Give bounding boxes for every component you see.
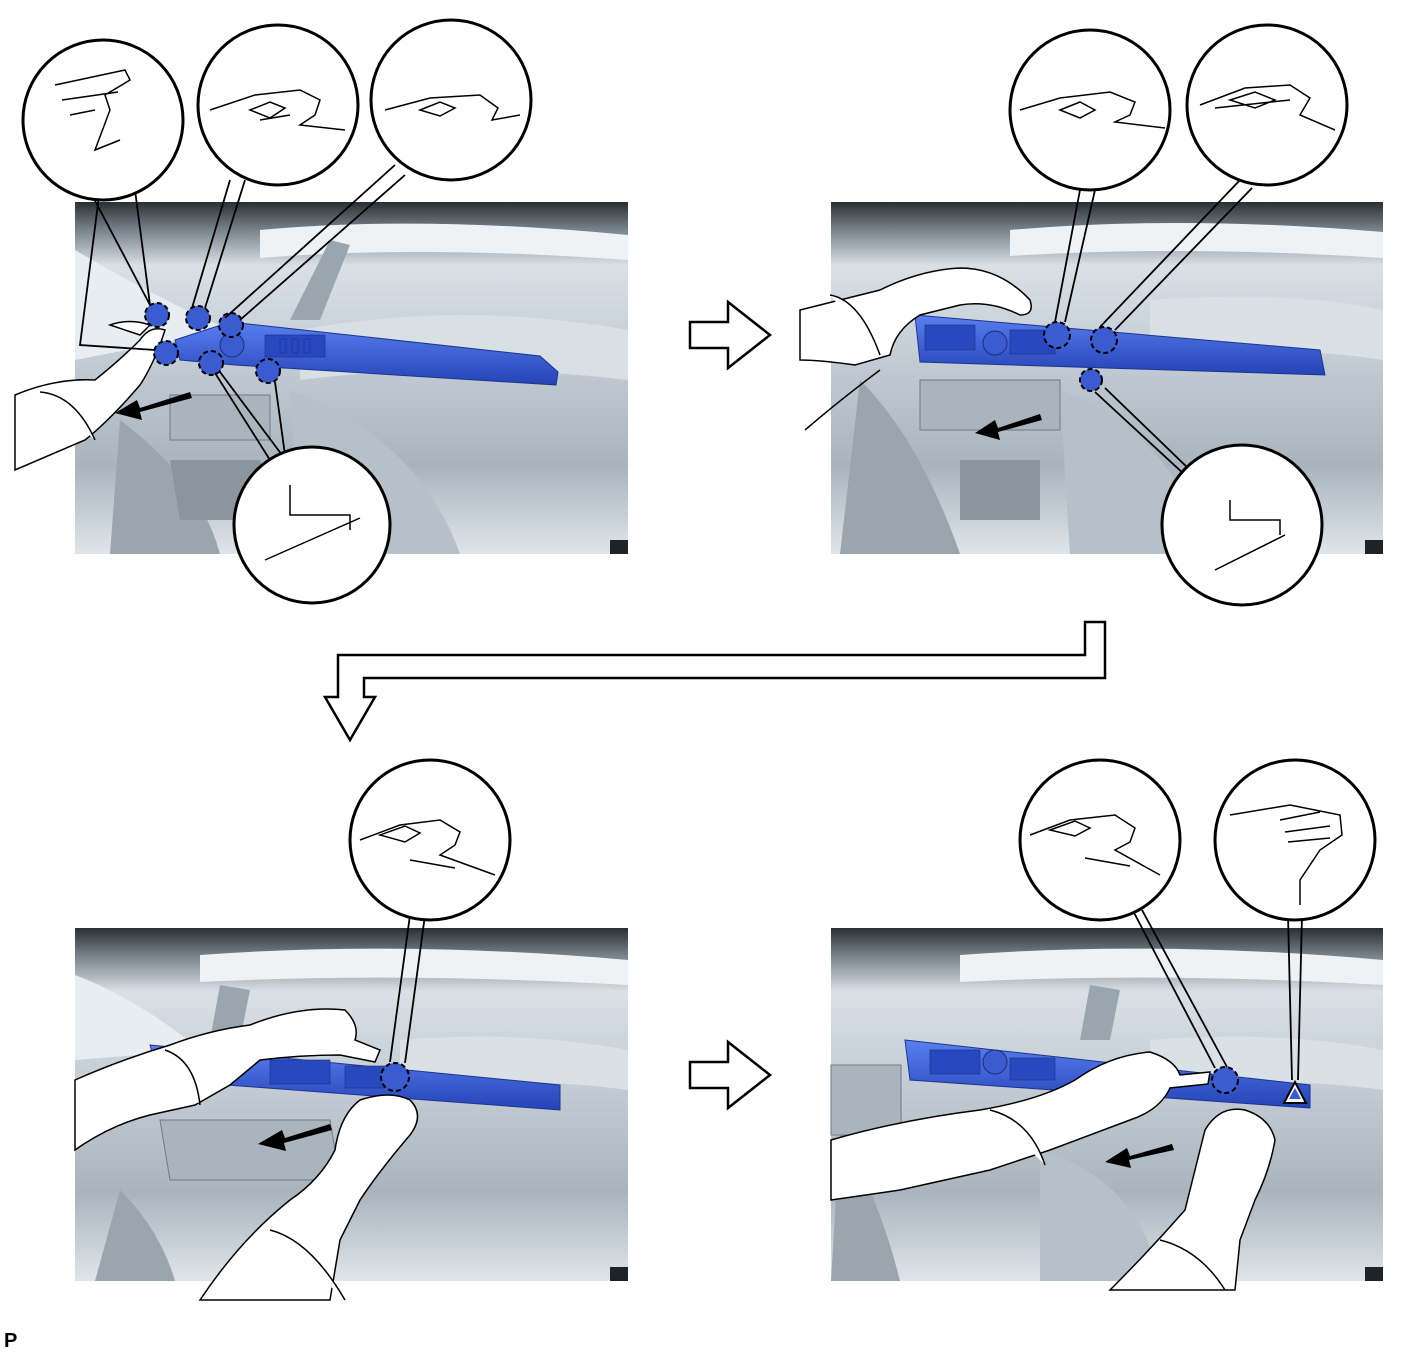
- callout-lines: [1054, 179, 1253, 476]
- callout-details: [1019, 84, 1336, 571]
- highlighted-vent-panel: [914, 314, 1326, 376]
- clip-markers: [380, 1062, 410, 1092]
- panel-step-2: [799, 23, 1383, 607]
- callout-details: [1029, 804, 1343, 905]
- hand-right: [799, 267, 1032, 431]
- callout-bubbles: [21, 18, 533, 605]
- clip-markers: [1043, 321, 1118, 392]
- clip-marker: [1079, 368, 1103, 392]
- clip-marker: [198, 350, 224, 376]
- triangle-marker: [1282, 1079, 1308, 1104]
- callout-lines: [389, 914, 426, 1064]
- callout-bubble: [1213, 758, 1377, 922]
- panel-step-4: [830, 758, 1383, 1291]
- clip-marker: [1211, 1066, 1239, 1094]
- callout-bubble: [232, 445, 392, 605]
- clip-marker: [218, 312, 244, 338]
- figure-label: P: [4, 1330, 18, 1352]
- clip-marker: [255, 358, 281, 384]
- callout-lines: [1129, 904, 1303, 1081]
- hand-lower: [198, 1094, 419, 1301]
- pull-arrow: [115, 392, 192, 420]
- pull-arrow: [258, 1124, 332, 1151]
- callout-details: [54, 69, 521, 561]
- flow-arrow-right-1: [688, 299, 773, 371]
- callout-bubble: [348, 758, 512, 922]
- flow-arrow-right-2: [688, 1039, 773, 1111]
- clip-marker: [185, 305, 211, 331]
- callout-bubbles: [1018, 758, 1377, 922]
- callout-bubble: [1008, 28, 1172, 192]
- clip-markers: [1211, 1066, 1239, 1094]
- clip-marker: [144, 302, 170, 328]
- hand-upper: [74, 1008, 381, 1152]
- callout-bubble: [369, 18, 533, 182]
- panel-step-3: [74, 758, 628, 1301]
- callout-details: [359, 819, 496, 876]
- callout-bubble: [1018, 758, 1182, 922]
- highlighted-vent-panel: [174, 321, 559, 386]
- pull-arrow: [1105, 1144, 1174, 1168]
- pull-arrow: [975, 414, 1042, 440]
- callout-bubbles: [1008, 23, 1349, 607]
- hand-left: [14, 320, 166, 472]
- clip-marker: [1043, 321, 1071, 349]
- hand-upper: [830, 1051, 1211, 1201]
- callout-bubbles: [348, 758, 512, 922]
- callout-bubble: [21, 38, 185, 202]
- callout-bubble: [1185, 23, 1349, 187]
- hand-lower: [1108, 1108, 1276, 1291]
- panel-step-1: [14, 18, 628, 605]
- callout-bubble: [1160, 443, 1324, 607]
- clip-marker: [380, 1062, 410, 1092]
- flow-arrow-down-left: [322, 620, 1107, 743]
- callout-lines: [78, 164, 406, 461]
- clip-marker: [153, 340, 179, 366]
- clip-marker: [1090, 326, 1118, 354]
